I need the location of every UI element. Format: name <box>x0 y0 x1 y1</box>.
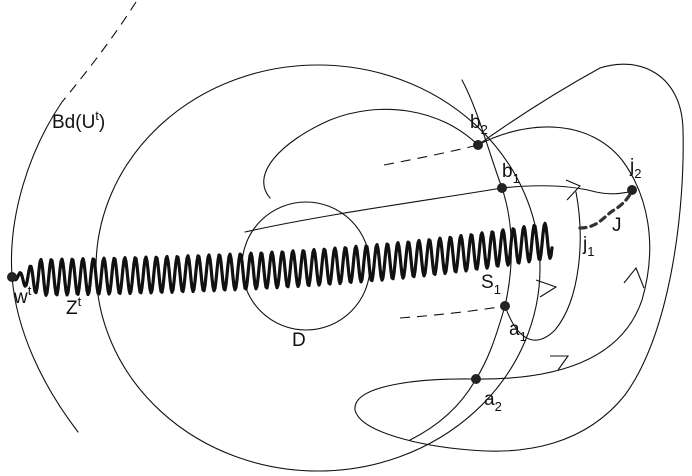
curve-b2-path <box>263 108 651 380</box>
arrowhead-middle-right <box>535 279 558 298</box>
arrowhead-j2-loop <box>623 266 645 289</box>
dashed-curve-lower <box>399 305 506 319</box>
label-a1: a1 <box>509 319 527 344</box>
label-j1: j1 <box>582 234 594 259</box>
outer-loop-curve <box>354 63 684 452</box>
curve-b1-path <box>244 185 631 233</box>
label-boundary: Bd(Ut) <box>52 108 105 133</box>
label-S1: S1 <box>481 272 501 297</box>
label-Z: Zt <box>66 294 82 319</box>
label-b2: b2 <box>470 112 488 137</box>
label-a2: a2 <box>484 389 502 414</box>
boundary-arc <box>10 101 79 433</box>
label-w: wt <box>13 283 32 308</box>
label-b1: b1 <box>502 161 520 186</box>
dashed-curve-upper <box>383 144 479 166</box>
arrowhead-upper-right <box>565 179 581 201</box>
point-a1 <box>500 301 510 311</box>
point-b2 <box>473 140 483 150</box>
point-w <box>7 272 17 282</box>
label-j2: j2 <box>629 156 641 181</box>
label-J: J <box>612 215 622 236</box>
arc-S1 <box>409 79 512 441</box>
arrowhead-lower <box>550 355 570 371</box>
arc-J <box>578 188 634 230</box>
point-j2 <box>627 185 637 195</box>
point-a2 <box>471 374 481 384</box>
label-D: D <box>292 330 306 351</box>
boundary-dashed-continuation <box>61 1 137 103</box>
inner-right-loop <box>504 191 581 341</box>
wavy-curve-Zt <box>10 221 554 297</box>
point-b1 <box>497 183 507 193</box>
